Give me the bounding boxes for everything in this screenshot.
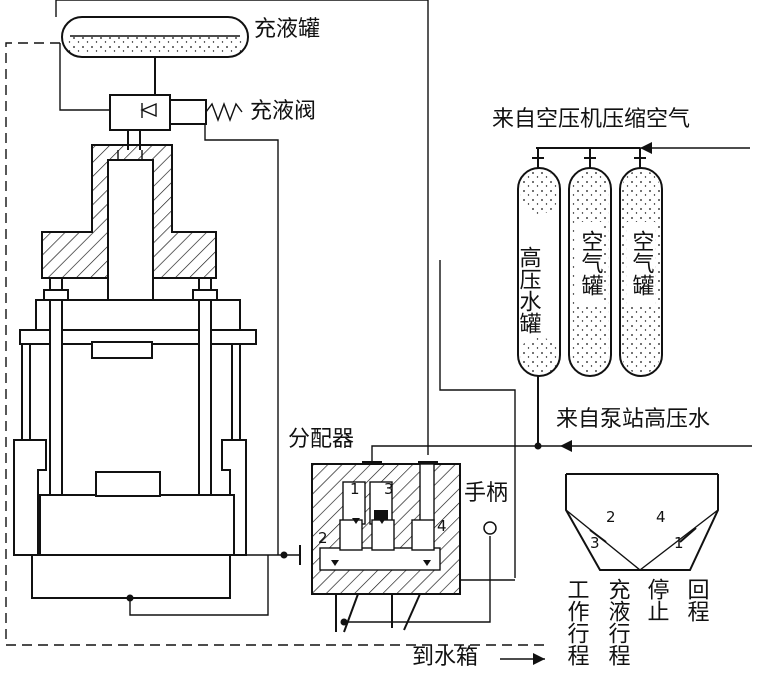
to-water-tank-label: 到水箱 [412, 645, 478, 670]
distributor-label: 分配器 [288, 427, 354, 452]
tank-side-line [59, 43, 110, 111]
from-pump-station-label: 来自泵站高压水 [556, 407, 710, 432]
fill-valve [109, 94, 243, 150]
press-columns [21, 277, 241, 505]
press-return-node [126, 594, 134, 602]
handle-label: 手柄 [464, 481, 508, 506]
port-1-label: 1 [350, 480, 360, 498]
stage-return: 回程 [684, 578, 710, 622]
distributor-outlets [335, 536, 515, 633]
position-number-3: 3 [590, 534, 600, 552]
vessel-label-3: 空气罐 [627, 222, 655, 306]
tank-control-line [439, 260, 516, 578]
press-main-cylinder [41, 144, 217, 301]
top-control-line [55, 0, 429, 455]
svg-text:高压水罐: 高压水罐 [516, 246, 542, 334]
position-number-2: 2 [606, 508, 616, 526]
fill-valve-label: 充液阀 [250, 99, 316, 124]
svg-text:空气罐: 空气罐 [578, 230, 604, 296]
press-return-line [129, 555, 269, 616]
from-compressor-label: 来自空压机压缩空气 [492, 107, 690, 132]
stage-working-stroke: 工作行程 [564, 578, 590, 666]
position-number-1: 1 [674, 534, 684, 552]
handle-knob[interactable] [483, 521, 497, 535]
vessel-label-2: 空气罐 [576, 222, 604, 306]
port-3-label: 3 [384, 480, 394, 498]
valve-control-line [204, 124, 279, 555]
fill-tank-label: 充液罐 [254, 17, 320, 42]
handle-position-diagram [565, 473, 719, 571]
drain-dashed-line [5, 42, 548, 665]
port-2-label: 2 [318, 529, 328, 547]
distributor-body [311, 463, 461, 595]
stage-fill-stroke: 充液行程 [605, 578, 631, 666]
svg-text:空气罐: 空气罐 [629, 230, 655, 296]
stage-stop: 停止 [644, 578, 670, 622]
position-number-4: 4 [656, 508, 666, 526]
vessel-label-1: 高压水罐 [516, 222, 553, 334]
pump-supply-line [371, 445, 752, 462]
fill-tank [61, 16, 249, 58]
press-lower-frame [13, 439, 247, 599]
port-4-label: 4 [437, 517, 447, 535]
